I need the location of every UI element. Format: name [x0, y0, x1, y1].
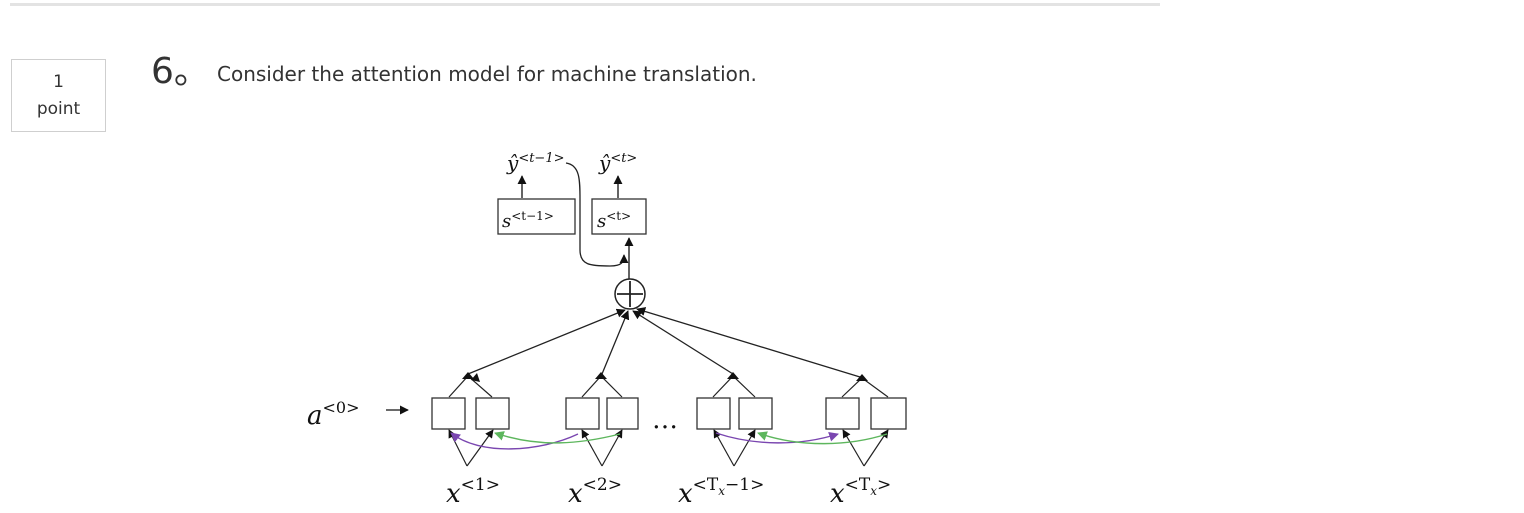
context-arrow-3	[632, 310, 734, 375]
feedback-curve	[565, 162, 629, 267]
x1-label: x<1>	[446, 475, 500, 509]
state-box-t	[591, 198, 647, 235]
points-box: 1 point	[11, 59, 106, 132]
forward-arc-1	[494, 431, 621, 444]
encoder-pair-1	[431, 372, 510, 467]
encoder-pair-3	[696, 372, 773, 467]
backward-arc-2	[715, 431, 839, 444]
context-arrow-2	[601, 310, 630, 375]
top-divider	[10, 3, 1160, 6]
state-box-prev	[497, 198, 576, 235]
x-tx-minus-1-label: x<Tx−1>	[678, 475, 764, 509]
ellipsis: …	[652, 405, 678, 435]
points-value: 1	[53, 72, 64, 92]
question-prompt: Consider the attention model for machine…	[217, 62, 757, 86]
question-number: 6。	[151, 51, 210, 92]
a0-label: a<0>	[307, 398, 360, 431]
context-arrow-1	[467, 308, 626, 375]
y-hat-t-label: ŷ<t>	[598, 151, 637, 175]
encoder-pair-2	[565, 372, 639, 467]
context-arrow-4	[636, 307, 861, 378]
x-tx-label: x<Tx>	[830, 475, 891, 509]
backward-arc-1	[450, 432, 579, 450]
y-hat-prev-label: ŷ<t−1>	[506, 151, 565, 175]
forward-arc-2	[757, 431, 888, 445]
state-prev-label: s<t−1>	[502, 209, 554, 232]
x2-label: x<2>	[568, 475, 622, 509]
encoder-pair-4	[825, 374, 907, 467]
state-t-label: s<t>	[597, 209, 631, 232]
points-unit: point	[36, 99, 81, 119]
